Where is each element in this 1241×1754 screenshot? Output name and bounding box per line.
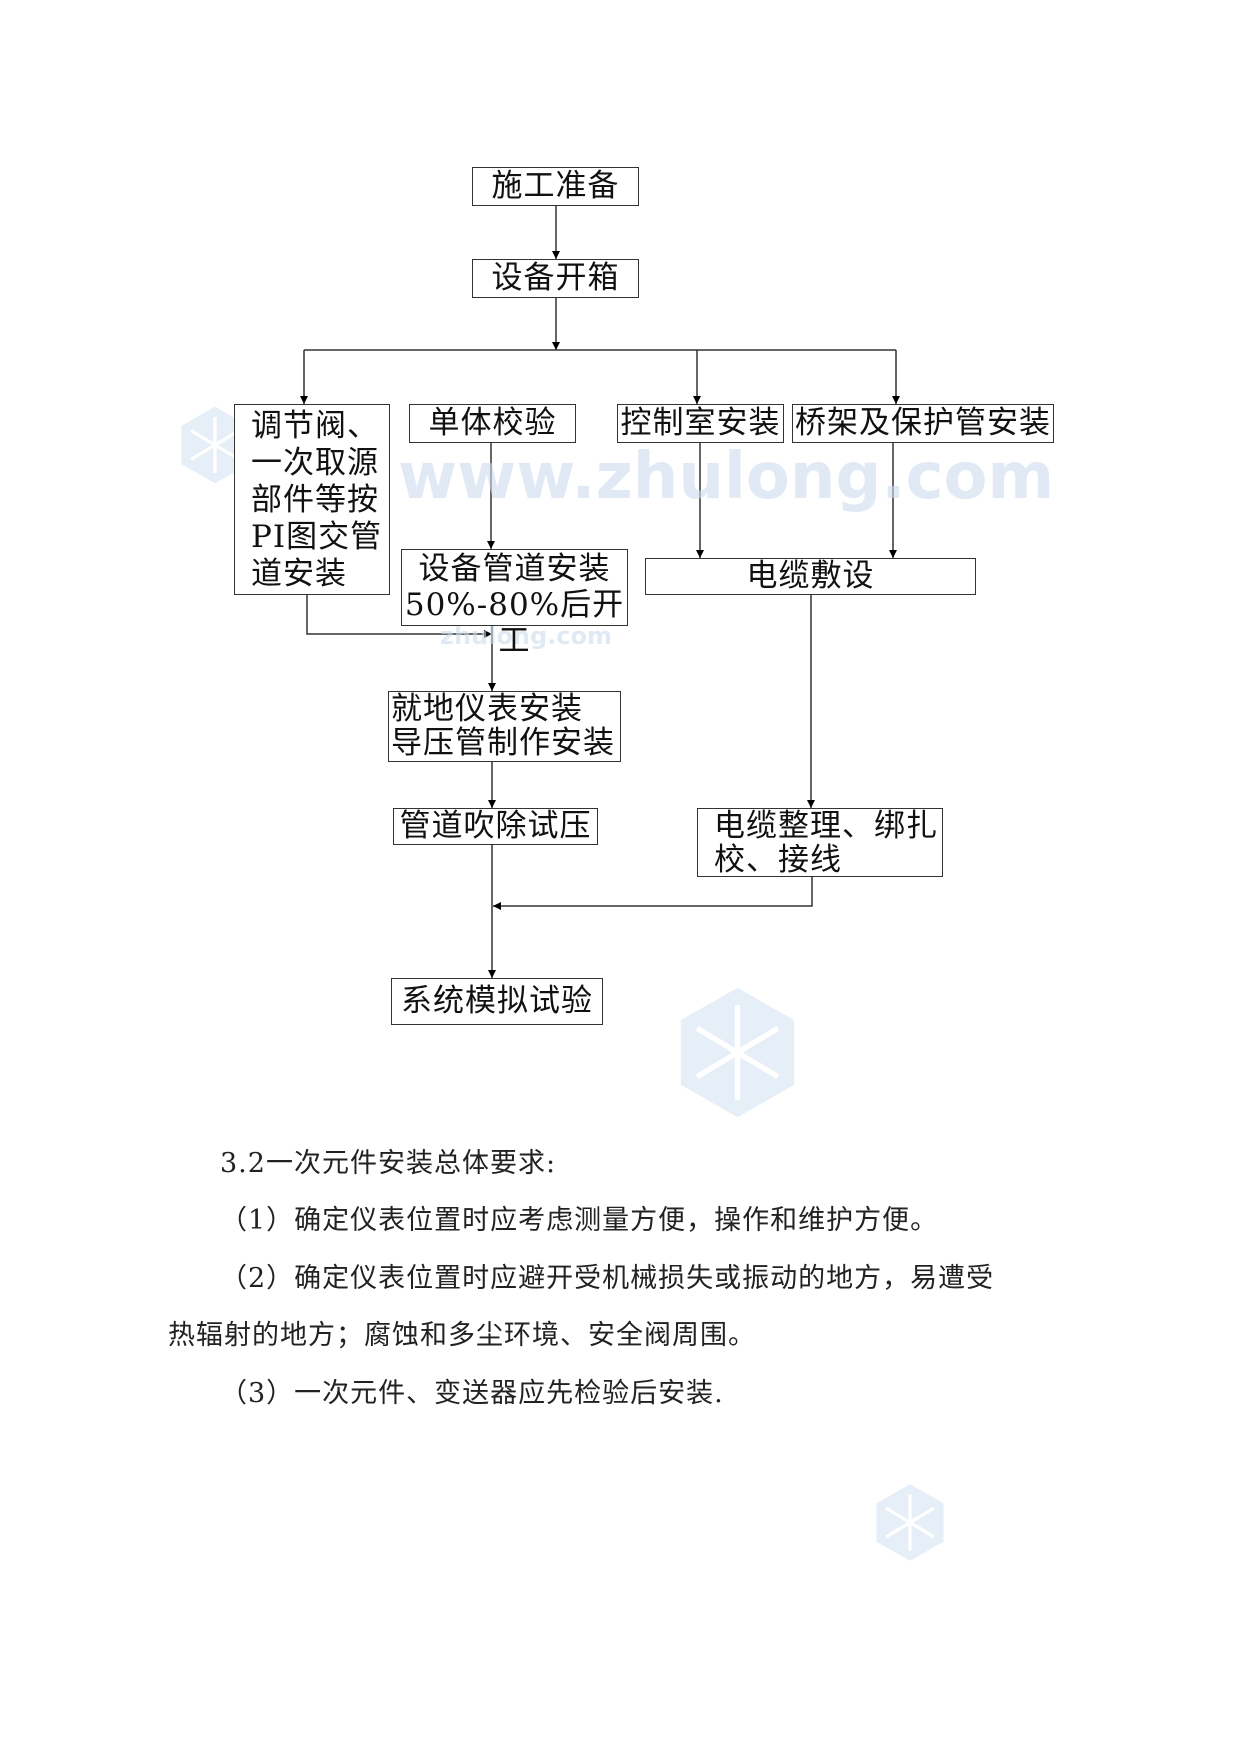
requirement-2-line-1: （2）确定仪表位置时应避开受机械损失或振动的地方，易遭受 [220, 1263, 995, 1294]
step-calibration: 单体校验 [409, 404, 576, 443]
arrow-valve-to-merge [306, 595, 492, 638]
step-cable-laying: 电缆敷设 [645, 558, 976, 595]
step-pipe-blowing: 管道吹除试压 [393, 808, 598, 845]
step-control-room: 控制室安装 [617, 404, 784, 443]
step-valve-install: 调节阀、 一次取源 部件等按 PI图交管 道安装 [234, 404, 390, 595]
section-heading: 3.2一次元件安装总体要求: [220, 1148, 557, 1179]
step-pipe-install: 设备管道安装 50%-80%后开工 [401, 549, 628, 659]
requirement-1: （1）确定仪表位置时应考虑测量方便，操作和维护方便。 [220, 1205, 939, 1236]
arrow-arrange-to-merge [493, 877, 813, 910]
requirement-2-line-2: 热辐射的地方；腐蚀和多尘环境、安全阀周围。 [168, 1320, 756, 1351]
snowflake-icon [680, 987, 795, 1118]
snowflake-icon [181, 406, 249, 484]
step-cable-arrange: 电缆整理、绑扎 校、接线 [697, 808, 943, 877]
step-unpack: 设备开箱 [472, 259, 639, 298]
step-system-simulation: 系统模拟试验 [391, 978, 603, 1025]
step-local-instrument: 就地仪表安装 导压管制作安装 [388, 691, 621, 762]
step-cable-tray: 桥架及保护管安装 [792, 404, 1054, 443]
step-prep: 施工准备 [472, 167, 639, 206]
requirement-3: （3）一次元件、变送器应先检验后安装. [220, 1378, 724, 1409]
snowflake-icon [876, 1484, 944, 1561]
